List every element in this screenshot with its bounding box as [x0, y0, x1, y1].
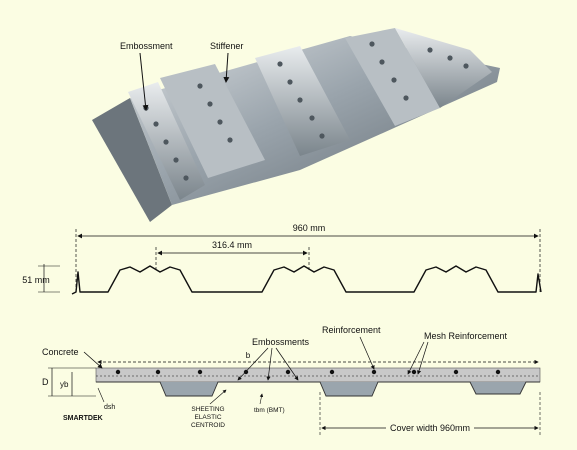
embossment-label: Embossment	[120, 41, 173, 51]
embossments-label: Embossments	[252, 337, 310, 347]
centroid-line3: CENTROID	[191, 422, 225, 429]
deck-rib-2	[160, 64, 265, 178]
deck-rib-4	[345, 28, 440, 126]
emboss-arrow-3	[275, 347, 299, 381]
b-label: b	[246, 351, 251, 360]
pitch-dim-label: 316.4 mm	[212, 240, 252, 250]
reinforcement-arrow	[359, 336, 375, 370]
reinforcement-label: Reinforcement	[322, 325, 381, 335]
concrete-label: Concrete	[42, 347, 79, 357]
deck-rib-3	[255, 46, 350, 156]
mesh-arrow-2	[417, 341, 429, 375]
width-dim-label: 960 mm	[293, 223, 326, 233]
slab-section: b Concrete Embossments Reinforcement Mes…	[42, 325, 541, 436]
stiffener-arrow	[223, 52, 230, 83]
centroid-line2: ELASTIC	[194, 414, 221, 421]
emboss-arrow-2	[266, 347, 273, 381]
deck-left-flange	[92, 98, 172, 222]
mesh-label: Mesh Reinforcement	[424, 331, 508, 341]
deck-rib-5	[395, 28, 492, 108]
centroid-line1: SHEETING	[191, 406, 224, 413]
mesh-arrow-1	[407, 341, 425, 375]
d-label: D	[42, 377, 49, 387]
deck-photo: Embossment Stiffener	[92, 28, 500, 222]
rebar-dots	[115, 369, 501, 375]
cover-label-bg	[386, 421, 474, 434]
concrete-slab	[95, 367, 541, 383]
depth-dim-label: 51 mm	[22, 275, 50, 285]
tbm-label: tbm (BMT)	[254, 407, 285, 414]
brand-label: SMARTDEK	[63, 415, 103, 422]
yb-label: yb	[60, 380, 69, 389]
emboss-arrow-1	[237, 347, 269, 381]
concrete-arrow	[83, 351, 103, 369]
dsh-leader	[97, 387, 105, 403]
dsh-label: dsh	[104, 404, 115, 411]
cover-label: Cover width 960mm	[390, 423, 470, 433]
centroid-arrow	[209, 389, 227, 405]
stiffener-label: Stiffener	[210, 41, 243, 51]
steel-sheet	[96, 381, 540, 397]
embossment-dots	[143, 41, 469, 181]
profile-section: 960 mm 316.4 mm 51 mm	[22, 223, 542, 295]
profile-outline	[71, 265, 542, 295]
embossment-arrow	[139, 52, 149, 111]
tbm-arrow	[259, 393, 264, 405]
